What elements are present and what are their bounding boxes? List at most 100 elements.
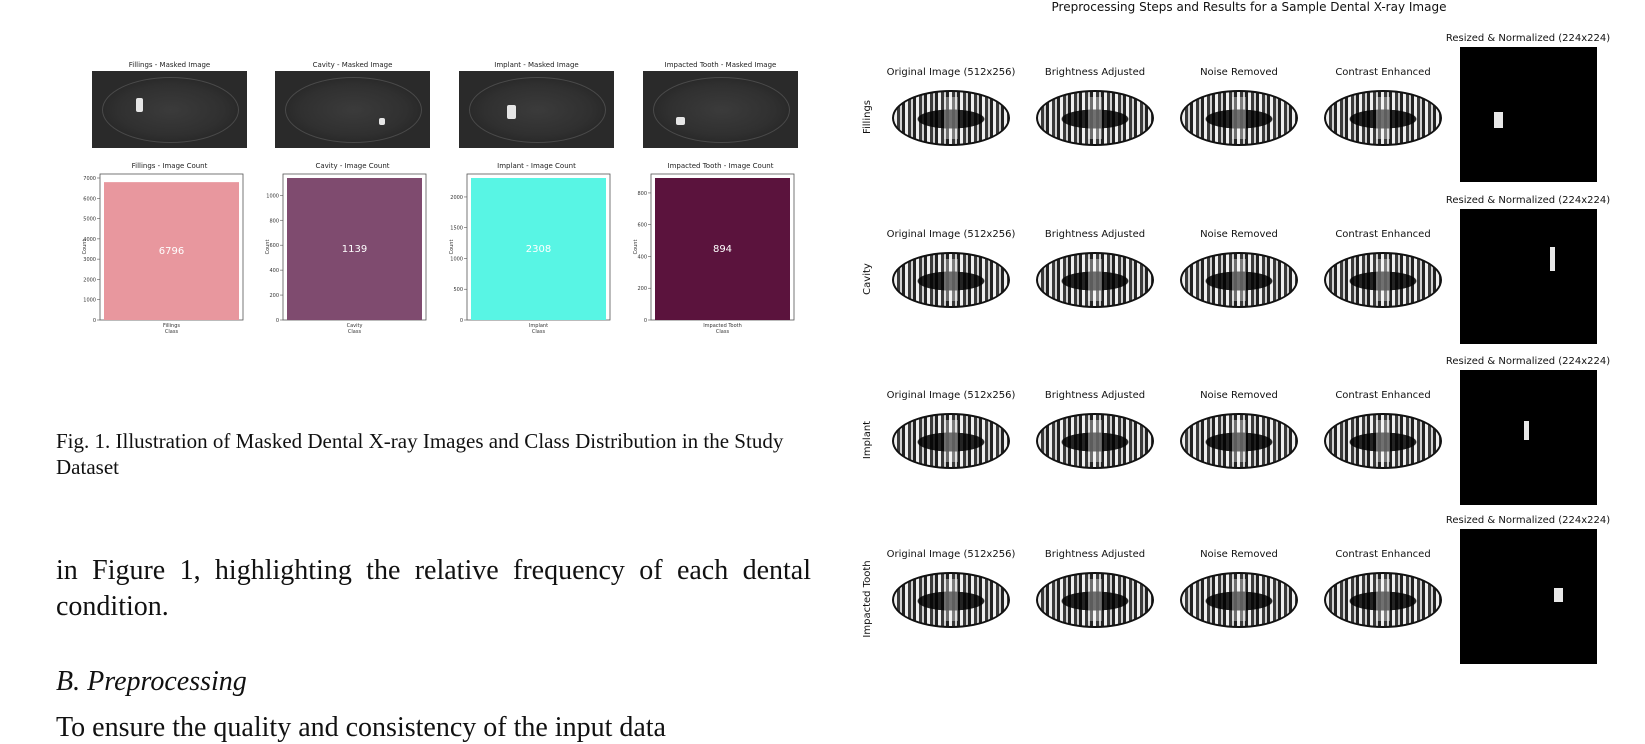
chart-title: Fillings - Image Count [131,162,208,170]
chart-title: Implant - Image Count [497,162,576,170]
y-tick-label: 600 [637,223,647,229]
body-paragraph: in Figure 1, highlighting the relative f… [56,555,811,622]
masked-image-implant: Implant - Masked Image [459,61,614,148]
y-axis-label: Count [633,240,639,255]
x-tick-label: Cavity [347,323,363,329]
resized-title: Resized & Normalized (224x224) [1445,356,1611,367]
lesion-spot [1524,421,1529,440]
x-tick-label: Implant [529,323,548,329]
masked-title: Fillings - Masked Image [128,61,211,69]
step-title: Original Image (512x256) [886,229,1016,240]
bar-value-label: 1139 [342,244,367,255]
xray-oval [102,77,239,143]
x-axis-label: Class [716,329,730,335]
xray-image [1324,413,1442,469]
implant-spot [507,105,516,119]
step-title: Brightness Adjusted [1044,549,1146,560]
resized-title: Resized & Normalized (224x224) [1445,515,1611,526]
xray-image [892,572,1010,628]
lesion-spot [1554,588,1563,602]
resized-title: Resized & Normalized (224x224) [1445,33,1611,44]
xray-image [1036,252,1154,308]
y-tick-label: 500 [453,287,463,293]
row-label-impacted-tooth: Impacted Tooth [862,560,873,638]
x-axis-label: Class [348,329,362,335]
bar [471,178,606,320]
bar-value-label: 2308 [526,244,551,255]
xray-image [1180,413,1298,469]
step-title: Contrast Enhanced [1335,229,1431,240]
xray-oval [469,77,606,143]
y-tick-label: 3000 [83,257,96,263]
masked-title: Implant - Masked Image [494,61,579,69]
bar-value-label: 6796 [159,246,184,257]
y-tick-label: 0 [276,318,279,324]
xray-image [1324,252,1442,308]
lesion-spot [1550,247,1555,271]
step-title: Noise Removed [1200,229,1278,240]
y-tick-label: 200 [269,293,279,299]
y-tick-label: 0 [644,318,647,324]
y-tick-label: 2000 [83,277,96,283]
xray-image [1036,572,1154,628]
step-title: Brightness Adjusted [1044,390,1146,401]
y-tick-label: 6000 [83,196,96,202]
masked-title: Impacted Tooth - Masked Image [664,61,777,69]
step-title: Noise Removed [1200,549,1278,560]
chart-title: Impacted Tooth - Image Count [667,162,774,170]
y-tick-label: 800 [637,191,647,197]
y-tick-label: 5000 [83,217,96,223]
masked-image-impacted-tooth: Impacted Tooth - Masked Image [643,61,798,148]
body-cut-line: To ensure the quality and consistency of… [56,712,666,743]
xray-oval [285,77,422,143]
step-title: Noise Removed [1200,390,1278,401]
y-axis-label: Count [265,240,271,255]
y-tick-label: 400 [269,268,279,274]
resized-normalized-image [1460,209,1597,344]
step-title: Contrast Enhanced [1335,390,1431,401]
bar [287,178,422,320]
step-title: Original Image (512x256) [886,67,1016,78]
y-tick-label: 0 [460,318,463,324]
y-axis-label: Count [449,240,455,255]
row-label-implant: Implant [862,420,873,460]
resized-title: Resized & Normalized (224x224) [1445,195,1611,206]
y-tick-label: 1000 [450,256,463,262]
masked-title: Cavity - Masked Image [312,61,393,69]
y-tick-label: 600 [269,243,279,249]
y-tick-label: 1000 [83,298,96,304]
x-tick-label: Fillings [163,323,180,329]
step-title: Contrast Enhanced [1335,67,1431,78]
xray-image [892,252,1010,308]
resized-normalized-image [1460,529,1597,664]
xray-oval [653,77,790,143]
y-tick-label: 4000 [83,237,96,243]
y-tick-label: 400 [637,254,647,260]
xray-image [1036,90,1154,146]
resized-normalized-image [1460,47,1597,182]
xray-image [892,413,1010,469]
bar [655,178,790,320]
cavity-spot [379,118,385,125]
bar [104,182,239,320]
y-axis-label: Count [82,240,88,255]
step-title: Contrast Enhanced [1335,549,1431,560]
impacted-spot [676,117,685,125]
resized-normalized-image [1460,370,1597,505]
y-tick-label: 800 [269,218,279,224]
y-tick-label: 1000 [266,193,279,199]
xray-image [1324,90,1442,146]
lesion-spot [1494,112,1503,128]
filling-spot [136,98,143,112]
step-title: Brightness Adjusted [1044,229,1146,240]
xray-image [1180,572,1298,628]
masked-image-fillings: Fillings - Masked Image [92,61,247,148]
step-title: Original Image (512x256) [886,390,1016,401]
x-axis-label: Class [165,329,179,335]
y-tick-label: 200 [637,286,647,292]
